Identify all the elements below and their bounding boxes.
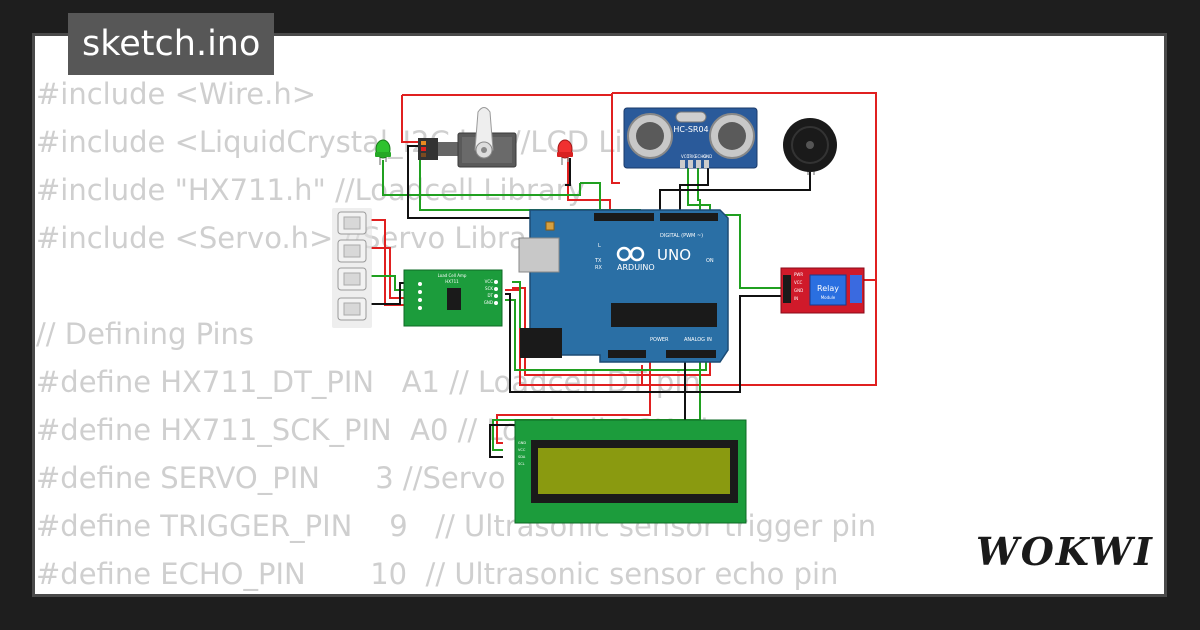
hx711-pin-label: GND [484, 300, 493, 305]
ultrasonic-pin-label: VCC [681, 154, 690, 159]
lcd-display[interactable]: GND VCC SDA SCL [514, 419, 747, 524]
analog-header-label: ANALOG IN [684, 337, 712, 343]
lcd-pin-label: SDA [518, 455, 526, 459]
ultrasonic-label: HC-SR04 [673, 125, 708, 134]
ultrasonic-sensor[interactable]: HC-SR04 VCC TRIG ECHO GND [623, 107, 758, 169]
lcd-pin-label: SCL [518, 462, 525, 466]
relay-pin-label: GND [794, 288, 803, 293]
file-title: sketch.ino [68, 13, 275, 75]
relay-label: Relay [817, 284, 839, 293]
hx711-label: HX711 [445, 279, 459, 284]
lcd-pin-label: GND [518, 441, 526, 445]
code-line: #define HX711_SCK_PIN A0 // Loadcell SCK… [36, 413, 727, 447]
power-led-label: ON [706, 258, 714, 264]
wokwi-logo: WOKWI [976, 529, 1154, 574]
right-border [1167, 0, 1200, 630]
code-line: #define ECHO_PIN 10 // Ultrasonic sensor… [36, 557, 839, 591]
hx711-module[interactable]: Load Cell Amp HX711 VCC SCK DT GND [403, 269, 503, 327]
hx711-pin-label: VCC [485, 279, 494, 284]
relay-pin-label: IN [794, 296, 798, 301]
code-line: #define SERVO_PIN 3 //Servo pin [36, 461, 560, 495]
digital-header-label: DIGITAL (PWM ~) [660, 233, 703, 239]
load-cell-connectors[interactable] [332, 208, 372, 328]
relay-pin-label: VCC [794, 280, 803, 285]
lcd-pin-label: VCC [518, 448, 526, 452]
hx711-sublabel: Load Cell Amp [438, 273, 467, 278]
red-led[interactable] [557, 139, 573, 165]
board-brand: ARDUINO [617, 263, 655, 272]
bottom-border [0, 597, 1200, 630]
buzzer[interactable] [783, 118, 837, 175]
led-l-label: L [598, 243, 601, 249]
power-header-label: POWER [650, 337, 669, 343]
relay-sublabel: Module [821, 295, 836, 300]
relay-module[interactable]: Relay Module PWR VCC GND IN [780, 267, 865, 314]
code-line: #include <Wire.h> [36, 77, 317, 111]
led-tx-label: TX [594, 258, 602, 264]
board-logo: UNO [657, 246, 691, 264]
hx711-pin-label: SCK [485, 286, 493, 291]
arduino-logo-icon [616, 246, 645, 262]
servo-motor[interactable] [418, 107, 517, 168]
led-rx-label: RX [595, 265, 602, 271]
relay-pin-label: PWR [794, 272, 803, 277]
arduino-uno-board[interactable]: DIGITAL (PWM ~) UNO ARDUINO L TX RX ON P… [518, 209, 729, 363]
code-line: // Defining Pins [36, 317, 255, 351]
ultrasonic-pin-label: GND [703, 154, 712, 159]
code-line: #define HX711_DT_PIN A1 // Loadcell DT p… [36, 365, 701, 399]
ultrasonic-pin-label: TRIG [686, 154, 697, 159]
ultrasonic-pin-label: ECHO [695, 154, 706, 159]
hx711-pin-label: DT [487, 293, 493, 298]
green-led[interactable] [375, 139, 391, 165]
wokwi-wordmark: WOKWI [976, 529, 1154, 574]
